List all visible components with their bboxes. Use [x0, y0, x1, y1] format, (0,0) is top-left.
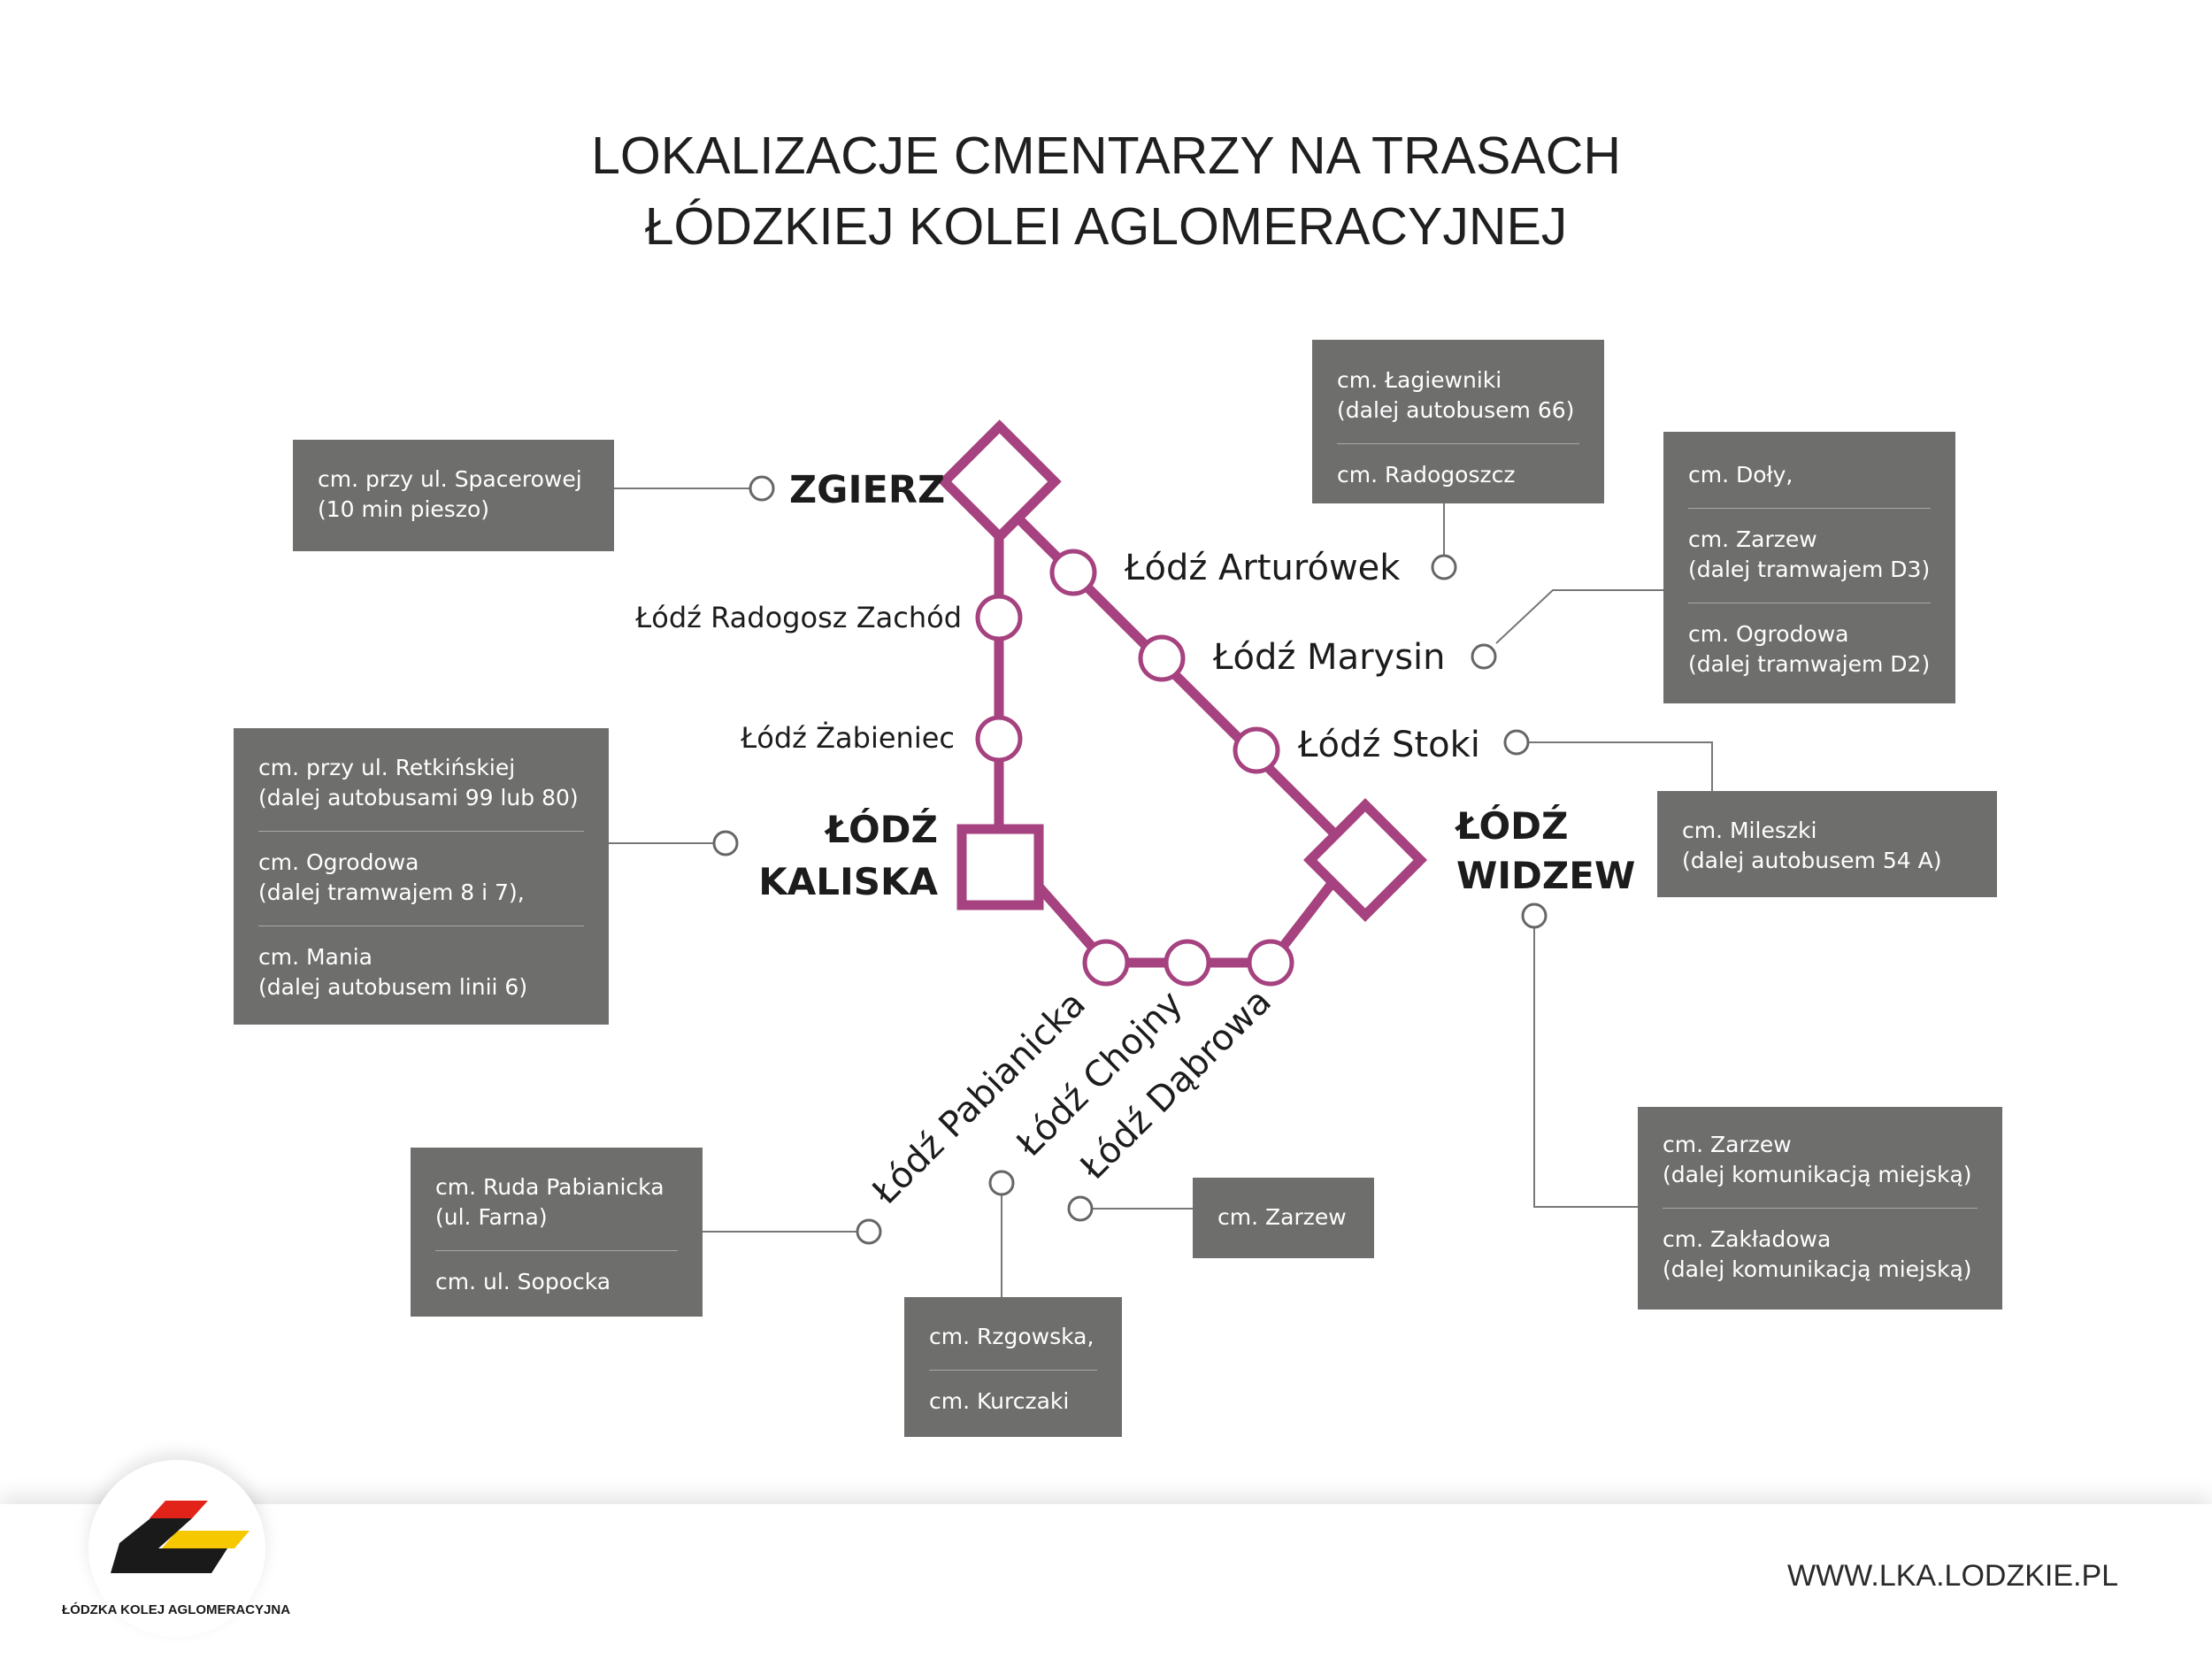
label-radogosz: Łódź Radogosz Zachód	[634, 601, 962, 634]
dot-marysin	[1471, 643, 1497, 670]
box-line: (dalej tramwajem D2)	[1688, 651, 1931, 677]
box-separator	[435, 1250, 678, 1251]
connectors	[609, 488, 1713, 1297]
box-line: cm. Zakładowa	[1663, 1226, 1832, 1252]
cemetery-box-spacerowa: cm. przy ul. Spacerowej (10 min pieszo)	[293, 440, 614, 551]
station-arturowek-marker	[1049, 549, 1097, 596]
title-line-1: LOKALIZACJE CMENTARZY NA TRASACH	[591, 127, 1621, 185]
cemetery-box-retkinska: cm. przy ul. Retkińskiej (dalej autobusa…	[234, 728, 609, 1025]
logo-yellow-stripe	[162, 1531, 250, 1548]
connector-zarzew	[1533, 926, 1638, 1208]
label-zabieniec: Łódź Żabieniec	[740, 721, 955, 755]
station-kaliska-marker	[956, 824, 1044, 910]
box-line: (10 min pieszo)	[318, 496, 489, 522]
box-line: cm. Doły,	[1688, 462, 1793, 488]
cemetery-box-rzgowska: cm. Rzgowska, cm. Kurczaki	[904, 1297, 1122, 1437]
dot-zgierz	[749, 475, 775, 502]
cemetery-box-lagiewniki: cm. Łagiewniki (dalej autobusem 66) cm. …	[1312, 340, 1604, 503]
box-separator	[929, 1370, 1097, 1371]
box-line: (dalej komunikacją miejską)	[1663, 1256, 1972, 1282]
label-widzew-2: WIDZEW	[1456, 854, 1635, 897]
connector-dots	[712, 475, 1548, 1245]
box-line: (dalej autobusami 99 lub 80)	[258, 785, 579, 810]
box-line: (ul. Farna)	[435, 1204, 548, 1230]
logo-black-stripe	[111, 1518, 227, 1573]
box-line: cm. Mania	[258, 944, 373, 970]
box-separator	[258, 831, 584, 832]
dot-kaliska	[712, 830, 739, 856]
dot-dabrowa	[1067, 1195, 1094, 1222]
label-arturowek: Łódź Arturówek	[1124, 548, 1401, 588]
station-widzew-marker	[1302, 797, 1428, 923]
connector-mileszki	[1529, 741, 1713, 791]
label-widzew-1: ŁÓDŹ	[1455, 803, 1569, 848]
station-labels: ZGIERZ ŁÓDŹ KALISKA ŁÓDŹ WIDZEW Łódź Rad…	[634, 468, 1635, 1213]
box-line: cm. Łagiewniki	[1337, 367, 1502, 393]
box-line: cm. Ruda Pabianicka	[435, 1174, 664, 1200]
box-line: cm. Rzgowska,	[929, 1324, 1094, 1349]
box-line: (dalej autobusem linii 6)	[258, 974, 528, 1000]
box-line: cm. Zarzew	[1688, 526, 1817, 552]
title-line-2: ŁÓDZKIEJ KOLEI AGLOMERACYJNEJ	[644, 197, 1568, 256]
logo-name: ŁÓDZKA KOLEJ AGLOMERACYJNA	[62, 1602, 291, 1617]
major-stations	[937, 419, 1428, 923]
station-radogosz-marker	[975, 594, 1023, 641]
station-chojny-marker	[1164, 939, 1211, 987]
label-kaliska-1: ŁÓDŹ	[825, 807, 939, 851]
box-line: cm. Zarzew	[1217, 1204, 1347, 1230]
box-separator	[1688, 508, 1931, 509]
station-zgierz-marker	[937, 419, 1062, 544]
station-zabieniec-marker	[975, 715, 1023, 763]
dot-arturowek	[1431, 554, 1457, 580]
box-line: (dalej autobusem 66)	[1337, 397, 1575, 423]
label-kaliska-2: KALISKA	[758, 860, 938, 903]
box-line: (dalej tramwajem D3)	[1688, 557, 1931, 582]
station-pabianicka-marker	[1082, 939, 1130, 987]
box-line: cm. Radogoszcz	[1337, 462, 1516, 488]
box-separator	[1663, 1208, 1978, 1209]
box-line: cm. przy ul. Spacerowej	[318, 466, 582, 492]
cemetery-box-doly: cm. Doły, cm. Zarzew (dalej tramwajem D3…	[1663, 432, 1955, 703]
label-stoki: Łódź Stoki	[1297, 725, 1480, 765]
box-line: (dalej tramwajem 8 i 7),	[258, 879, 525, 905]
cemetery-box-mileszki: cm. Mileszki (dalej autobusem 54 A)	[1657, 791, 1997, 897]
label-zgierz: ZGIERZ	[789, 468, 945, 512]
website-link[interactable]: WWW.LKA.LODZKIE.PL	[1787, 1559, 2119, 1593]
minor-stations	[975, 549, 1294, 987]
lka-logo-icon	[111, 1501, 250, 1573]
box-line: cm. przy ul. Retkińskiej	[258, 755, 516, 780]
box-line: (dalej autobusem 54 A)	[1682, 848, 1942, 873]
box-line: cm. Ogrodowa	[258, 849, 419, 875]
box-line: cm. Mileszki	[1682, 818, 1817, 843]
dot-stoki	[1503, 729, 1530, 756]
label-marysin: Łódź Marysin	[1212, 637, 1446, 678]
box-line: cm. Kurczaki	[929, 1388, 1070, 1414]
box-line: cm. ul. Sopocka	[435, 1269, 611, 1294]
cemetery-box-zarzew-zakladowa: cm. Zarzew (dalej komunikacją miejską) c…	[1638, 1107, 2002, 1310]
dot-chojny	[988, 1170, 1015, 1196]
footer	[0, 1504, 2212, 1659]
box-separator	[1337, 443, 1579, 444]
station-dabrowa-marker	[1247, 939, 1294, 987]
cemetery-box-ruda: cm. Ruda Pabianicka (ul. Farna) cm. ul. …	[411, 1148, 703, 1317]
station-stoki-marker	[1233, 726, 1280, 774]
logo-red-stripe	[150, 1501, 208, 1518]
connector-doly	[1495, 589, 1663, 644]
dot-pabianicka	[856, 1218, 882, 1245]
cemetery-box-zarzew-dabrowa: cm. Zarzew	[1193, 1178, 1374, 1258]
station-marysin-marker	[1138, 634, 1186, 682]
box-line: (dalej komunikacją miejską)	[1663, 1162, 1972, 1187]
box-line: cm. Ogrodowa	[1688, 621, 1849, 647]
dot-widzew	[1521, 902, 1548, 929]
box-line: cm. Zarzew	[1663, 1132, 1792, 1157]
